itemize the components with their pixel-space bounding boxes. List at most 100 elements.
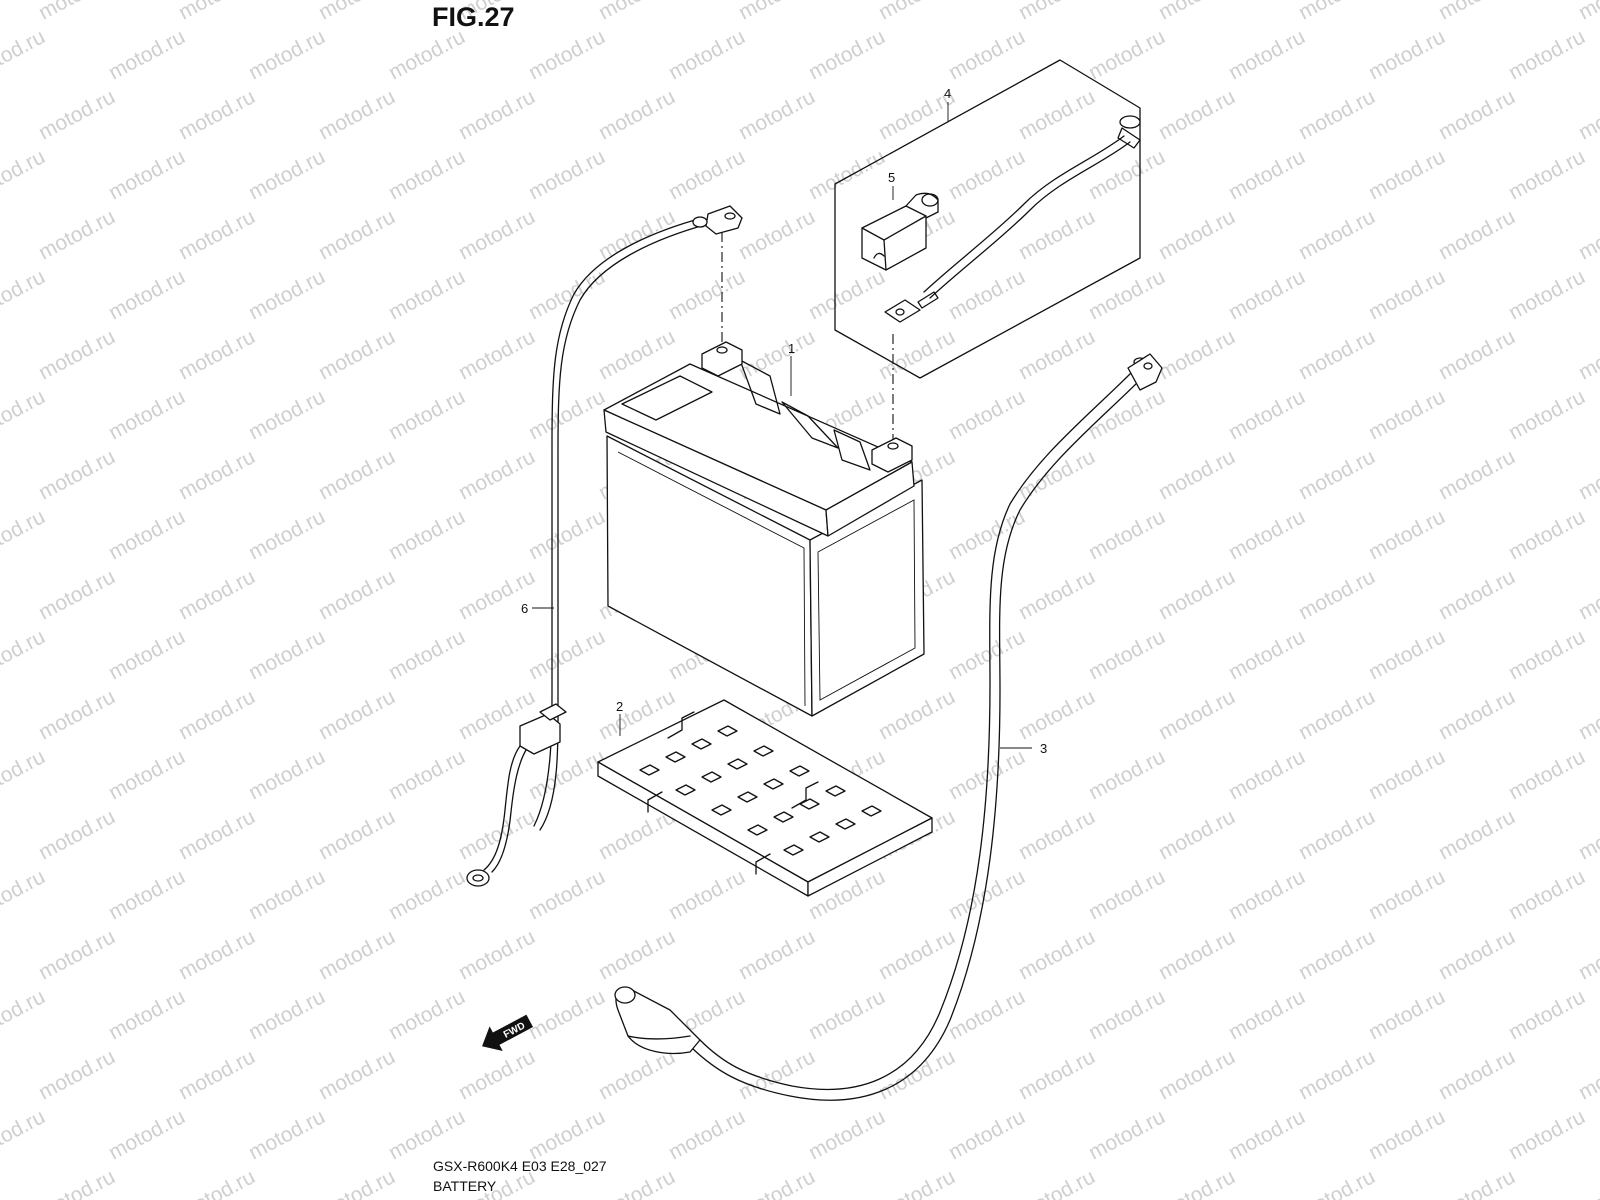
battery-tray-part <box>597 699 933 897</box>
watermark-text: motod.ru <box>1365 505 1449 564</box>
watermark-text: motod.ru <box>245 145 329 204</box>
watermark-text: motod.ru <box>1575 1165 1600 1200</box>
watermark-text: motod.ru <box>595 925 679 984</box>
watermark-text: motod.ru <box>945 505 1029 564</box>
watermark-text: motod.ru <box>315 565 399 624</box>
watermark-text: motod.ru <box>595 85 679 144</box>
watermark-text: motod.ru <box>175 0 259 24</box>
watermark-text: motod.ru <box>735 85 819 144</box>
watermark-text: motod.ru <box>1575 445 1600 504</box>
watermark-text: motod.ru <box>1435 565 1519 624</box>
watermark-text: motod.ru <box>0 25 49 84</box>
watermark-text: motod.ru <box>1575 205 1600 264</box>
watermark-text: motod.ru <box>1225 385 1309 444</box>
watermark-text: motod.ru <box>1295 805 1379 864</box>
watermark-text: motod.ru <box>1575 325 1600 384</box>
watermark-text: motod.ru <box>455 805 539 864</box>
watermark-text: motod.ru <box>1015 1165 1099 1200</box>
watermark-text: motod.ru <box>735 1165 819 1200</box>
watermark-text: motod.ru <box>175 205 259 264</box>
watermark-text: motod.ru <box>315 325 399 384</box>
watermark-text: motod.ru <box>175 85 259 144</box>
watermark-text: motod.ru <box>1505 265 1589 324</box>
watermark-text: motod.ru <box>105 145 189 204</box>
figure-title: FIG.27 <box>432 2 515 32</box>
watermark-text: motod.ru <box>315 805 399 864</box>
tray-slot <box>691 738 712 750</box>
watermark-text: motod.ru <box>35 85 119 144</box>
watermark-text: motod.ru <box>1085 745 1169 804</box>
watermark-text: motod.ru <box>595 0 679 24</box>
watermark-text: motod.ru <box>1435 325 1519 384</box>
watermark-text: motod.ru <box>1085 625 1169 684</box>
watermark-text: motod.ru <box>1575 85 1600 144</box>
watermark-text: motod.ru <box>1015 805 1099 864</box>
watermark-text: motod.ru <box>1225 505 1309 564</box>
watermark-text: motod.ru <box>1085 505 1169 564</box>
watermark-text: motod.ru <box>175 445 259 504</box>
watermark-text: motod.ru <box>595 1165 679 1200</box>
watermark-text: motod.ru <box>525 505 609 564</box>
watermark-text: motod.ru <box>35 0 119 24</box>
watermark-text: motod.ru <box>595 205 679 264</box>
tray-slot <box>861 805 882 817</box>
watermark-text: motod.ru <box>875 0 959 24</box>
watermark-text: motod.ru <box>315 85 399 144</box>
watermark-text: motod.ru <box>385 505 469 564</box>
watermark-text: motod.ru <box>105 745 189 804</box>
watermark-text: motod.ru <box>455 325 539 384</box>
watermark-text: motod.ru <box>0 145 49 204</box>
watermark-text: motod.ru <box>875 685 959 744</box>
watermark-text: motod.ru <box>315 1045 399 1104</box>
tray-slot <box>809 831 830 843</box>
watermark-text: motod.ru <box>1435 445 1519 504</box>
watermark-text: motod.ru <box>385 745 469 804</box>
watermark-text: motod.ru <box>595 325 679 384</box>
watermark-text: motod.ru <box>1295 445 1379 504</box>
watermark-text: motod.ru <box>1015 685 1099 744</box>
watermark-text: motod.ru <box>525 265 609 324</box>
watermark-text: motod.ru <box>1225 1105 1309 1164</box>
tray-slot <box>773 811 794 823</box>
watermark-text: motod.ru <box>1015 565 1099 624</box>
watermark-text: motod.ru <box>245 505 329 564</box>
watermark-text: motod.ru <box>1015 0 1099 24</box>
watermark-text: motod.ru <box>105 1105 189 1164</box>
watermark-text: motod.ru <box>875 1165 959 1200</box>
watermark-text: motod.ru <box>945 25 1029 84</box>
watermark-text: motod.ru <box>1365 985 1449 1044</box>
watermark-text: motod.ru <box>805 145 889 204</box>
watermark-text: motod.ru <box>1225 745 1309 804</box>
watermark-text: motod.ru <box>455 205 539 264</box>
watermark-text: motod.ru <box>245 745 329 804</box>
watermark-text: motod.ru <box>1365 265 1449 324</box>
watermark-text: motod.ru <box>315 205 399 264</box>
watermark-text: motod.ru <box>1435 0 1519 24</box>
watermark-text: motod.ru <box>805 25 889 84</box>
watermark-text: motod.ru <box>385 265 469 324</box>
watermark-text: motod.ru <box>1085 865 1169 924</box>
watermark-text: motod.ru <box>0 625 49 684</box>
watermark-text: motod.ru <box>105 505 189 564</box>
watermark-text: motod.ru <box>1295 925 1379 984</box>
watermark-text: motod.ru <box>105 265 189 324</box>
watermark-text: motod.ru <box>1435 85 1519 144</box>
callout-5: 5 <box>888 170 895 185</box>
watermark-text: motod.ru <box>1155 445 1239 504</box>
watermark-text: motod.ru <box>35 685 119 744</box>
watermark-text: motod.ru <box>1435 925 1519 984</box>
callout-2: 2 <box>616 699 623 714</box>
watermark-text: motod.ru <box>455 445 539 504</box>
watermark-text: motod.ru <box>1365 625 1449 684</box>
watermark-text: motod.ru <box>315 925 399 984</box>
watermark-text: motod.ru <box>175 925 259 984</box>
watermark-text: motod.ru <box>175 325 259 384</box>
watermark-text: motod.ru <box>315 1165 399 1200</box>
tray-slot <box>717 725 738 737</box>
watermark-text: motod.ru <box>1295 685 1379 744</box>
ground-lead-part <box>466 205 743 887</box>
watermark-text: motod.ru <box>105 625 189 684</box>
watermark-text: motod.ru <box>1085 985 1169 1044</box>
watermark-text: motod.ru <box>35 205 119 264</box>
